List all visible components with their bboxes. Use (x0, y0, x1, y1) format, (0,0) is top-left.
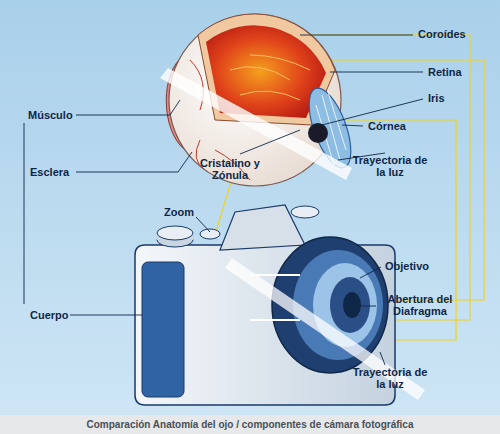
leader-line (76, 100, 180, 115)
leader-lines (24, 35, 423, 365)
label-anchor: Córnea (368, 120, 406, 132)
label-anchor: Coroídes (418, 28, 466, 40)
leader-line (342, 125, 363, 126)
label-anchor: Músculo (28, 109, 73, 121)
camera-part (343, 292, 361, 318)
camera-part (135, 245, 395, 405)
part-label: Retina (428, 66, 462, 78)
camera-part (291, 206, 319, 218)
part-label: Coroídes (418, 28, 466, 40)
label-anchor: Cristalino y Zónula (192, 157, 268, 181)
leader-line (360, 267, 381, 278)
part-label: Cuerpo (30, 309, 69, 321)
label-anchor: Esclera (30, 166, 69, 178)
leader-line (352, 306, 376, 307)
part-label: Córnea (368, 120, 406, 132)
eye-part (308, 123, 328, 143)
leader-line (24, 123, 25, 304)
part-label: Músculo (28, 109, 73, 121)
leader-line (76, 152, 192, 172)
leader-line (70, 315, 142, 316)
part-label: Abertura del Diafragma (378, 293, 462, 317)
eye-drawing (160, 14, 359, 186)
label-anchor: Zoom (164, 206, 194, 218)
label-anchor: Retina (428, 66, 462, 78)
eye-part (160, 68, 352, 180)
label-anchor: Iris (428, 92, 445, 104)
label-anchor: Objetivo (385, 260, 429, 272)
part-label: Cristalino y Zónula (192, 157, 268, 181)
label-anchor: Abertura del Diafragma (378, 293, 462, 317)
label-anchor: Trayectoria de la luz (352, 154, 428, 178)
part-label: Objetivo (385, 260, 429, 272)
label-anchor: Trayectoria de la luz (352, 366, 428, 390)
leader-line (330, 72, 423, 73)
caption-band: Comparación Anatomía del ojo / component… (0, 415, 500, 434)
leader-line (300, 35, 413, 36)
camera-part (330, 277, 370, 333)
leader-line (196, 217, 210, 232)
part-label: Zoom (164, 206, 194, 218)
eye-part (230, 55, 310, 100)
part-label: Trayectoria de la luz (352, 366, 428, 390)
camera-part (200, 229, 220, 239)
leader-line (240, 130, 300, 154)
part-label: Trayectoria de la luz (352, 154, 428, 178)
part-label: Iris (428, 92, 445, 104)
leader-line (380, 352, 385, 365)
camera-part (157, 226, 193, 240)
label-anchor: Cuerpo (30, 309, 69, 321)
camera-part (142, 262, 184, 397)
caption: Comparación Anatomía del ojo / component… (0, 415, 500, 434)
part-label: Esclera (30, 166, 69, 178)
